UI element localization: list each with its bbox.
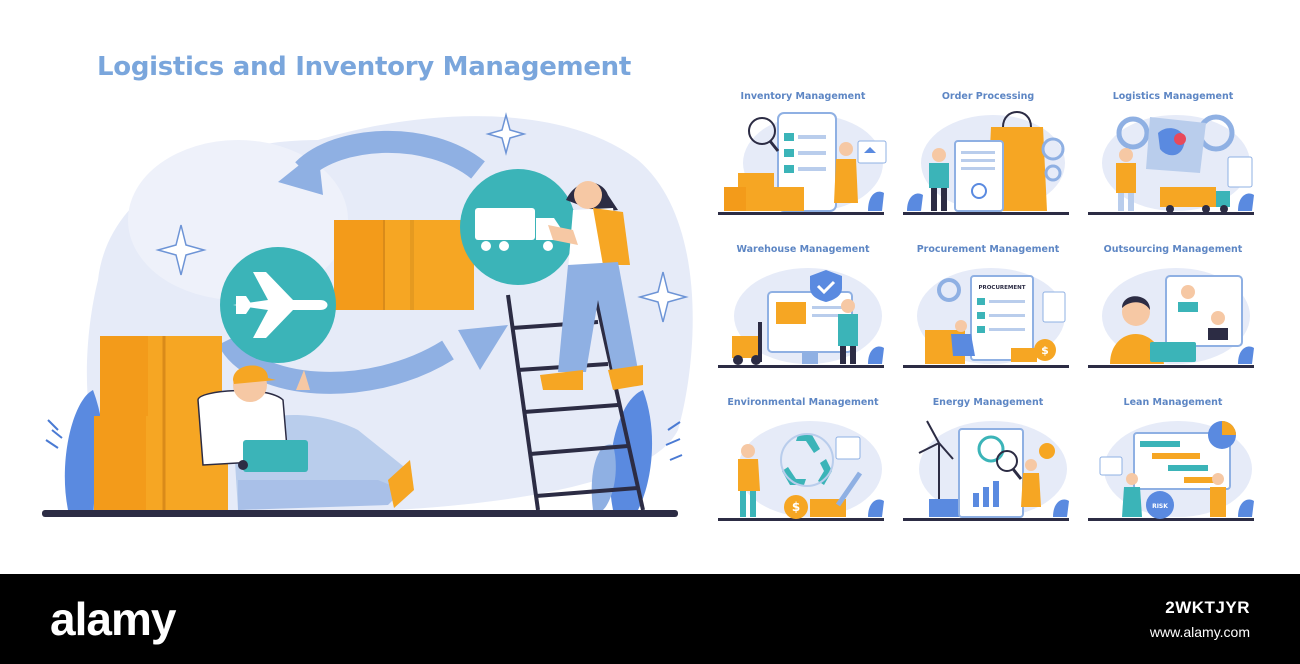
image-id: 2WKTJYR	[1165, 598, 1250, 617]
watermark-footer: alamy 2WKTJYR www.alamy.com	[0, 574, 1300, 664]
woman-on-ladder	[540, 181, 643, 390]
tile-title: Inventory Management	[740, 91, 866, 102]
tile-title: Energy Management	[932, 397, 1044, 408]
tile-outsourcing-management: Outsourcing Management	[1088, 244, 1258, 369]
tile-energy-management: Energy Management	[903, 397, 1073, 522]
procurement-illustration: PROCUREMENT $	[903, 268, 1069, 368]
man-with-laptop	[197, 365, 414, 510]
lean-illustration: RISK	[1088, 421, 1254, 521]
tile-order-processing: Order Processing	[903, 91, 1073, 216]
page-title: Logistics and Inventory Management	[97, 52, 631, 82]
hero-illustration	[38, 100, 698, 530]
tile-title: Lean Management	[1123, 397, 1223, 408]
plane-icon	[220, 247, 336, 363]
svg-text:$: $	[792, 500, 800, 514]
procurement-doc-label: PROCUREMENT	[978, 285, 1025, 291]
tile-warehouse-management: Warehouse Management	[718, 244, 888, 369]
truck-icon	[460, 169, 576, 285]
site-url[interactable]: www.alamy.com	[1149, 624, 1250, 640]
tile-title: Environmental Management	[727, 397, 879, 408]
tile-inventory-management: Inventory Management	[718, 91, 888, 216]
tile-logistics-management: Logistics Management	[1088, 91, 1258, 216]
tile-title: Logistics Management	[1112, 91, 1234, 102]
svg-text:$: $	[1041, 344, 1049, 357]
energy-illustration	[903, 420, 1069, 521]
outsourcing-illustration	[1088, 268, 1254, 368]
order-illustration	[903, 111, 1069, 215]
alamy-logo[interactable]: alamy	[50, 593, 176, 645]
tile-title: Procurement Management	[916, 244, 1060, 255]
tile-title: Warehouse Management	[736, 244, 870, 255]
tile-title: Order Processing	[941, 91, 1035, 102]
check-icon	[810, 270, 842, 302]
check-icon	[977, 298, 1025, 333]
warehouse-illustration	[718, 268, 884, 368]
environmental-illustration: $	[718, 421, 884, 521]
tile-title: Outsourcing Management	[1103, 244, 1243, 255]
floating-box	[334, 220, 474, 310]
check-icon	[784, 133, 826, 173]
tile-environmental-management: Environmental Management $	[718, 397, 888, 522]
ladder	[506, 284, 645, 511]
dollar-icon: $	[1034, 339, 1056, 361]
recycle-icon	[780, 433, 834, 487]
risk-label: RISK	[1152, 503, 1168, 510]
dollar-icon: $	[784, 495, 808, 519]
logistics-illustration	[1088, 114, 1254, 215]
tile-procurement-management: Procurement Management PROCUREMENT $	[903, 244, 1073, 369]
sparkle-icon	[155, 112, 689, 323]
tile-lean-management: Lean Management RISK	[1088, 397, 1258, 522]
inventory-illustration	[718, 112, 887, 215]
